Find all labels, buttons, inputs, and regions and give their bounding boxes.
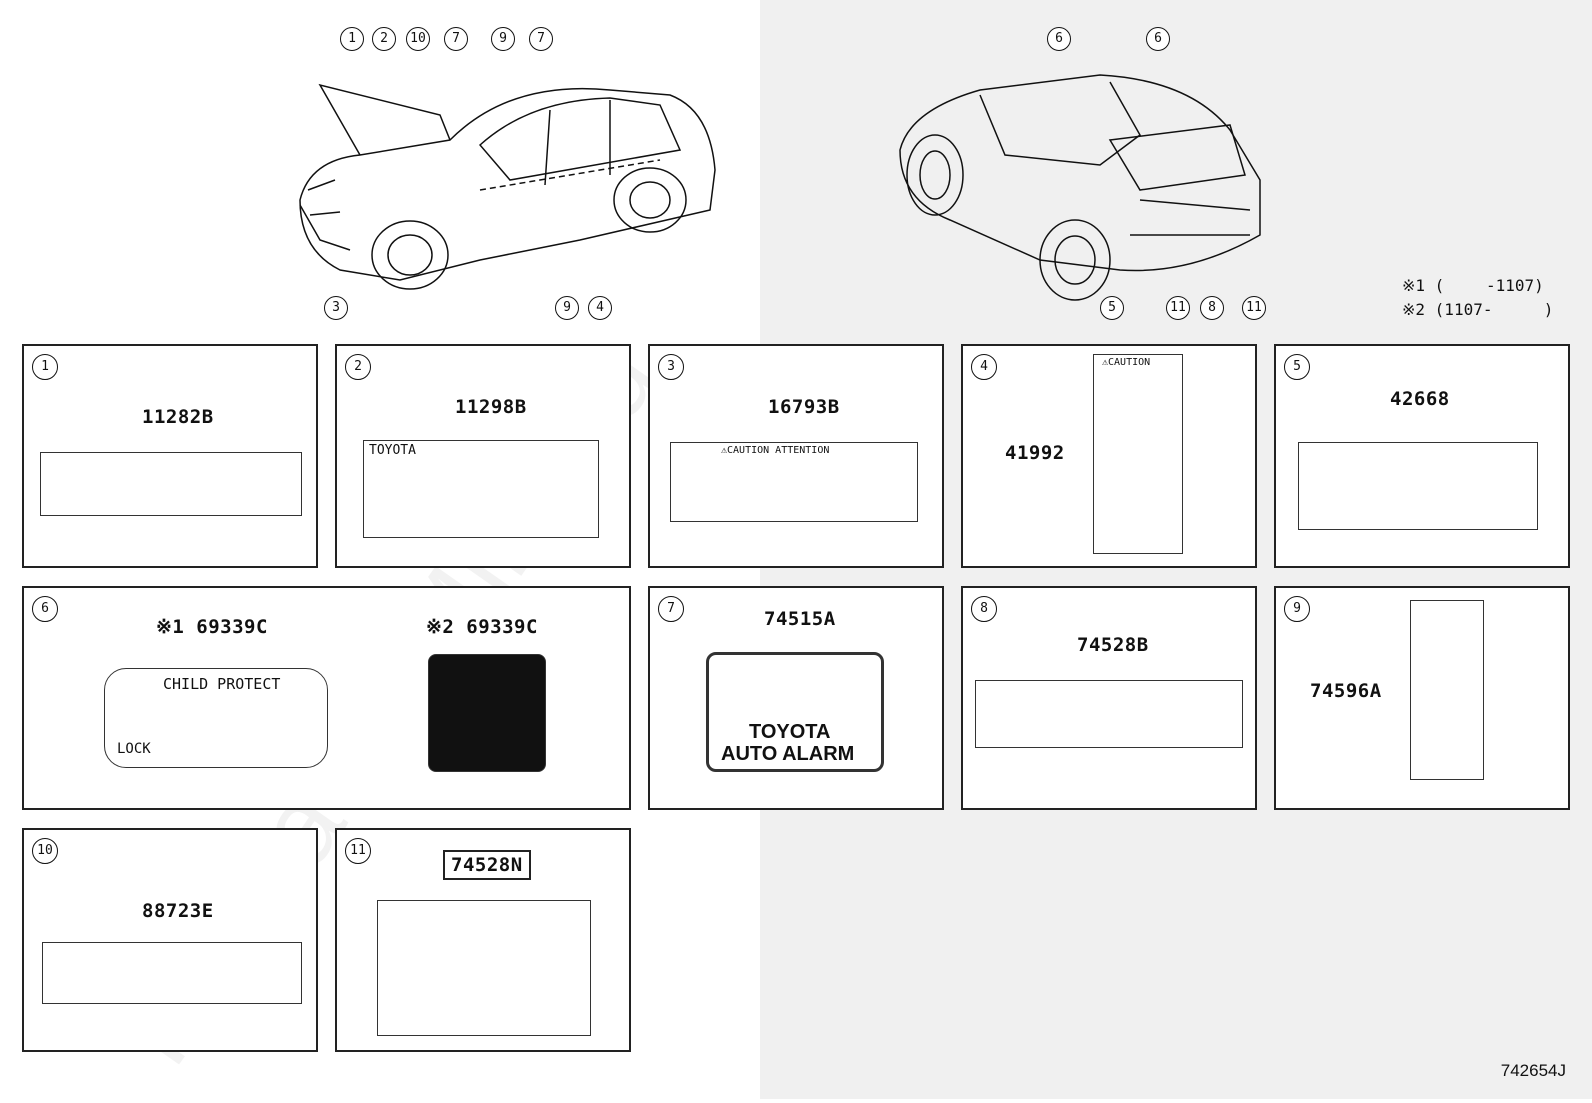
part-number[interactable]: 74596A <box>1310 680 1382 702</box>
label-text: ⚠CAUTION ATTENTION <box>721 445 830 456</box>
callout-11[interactable]: 11 <box>1166 296 1190 320</box>
callout-7b[interactable]: 7 <box>529 27 553 51</box>
part-number[interactable]: 88723E <box>142 900 214 922</box>
panel-number: 8 <box>971 596 997 622</box>
panel-number: 4 <box>971 354 997 380</box>
callout-4[interactable]: 4 <box>588 296 612 320</box>
panel-number: 3 <box>658 354 684 380</box>
panel-number: 6 <box>32 596 58 622</box>
label-drawing <box>1410 600 1484 780</box>
part-number-1[interactable]: ※1 69339C <box>156 616 268 638</box>
panel-8: 8 74528B <box>961 586 1257 810</box>
panel-number: 11 <box>345 838 371 864</box>
panel-number: 5 <box>1284 354 1310 380</box>
front-car-drawing <box>299 83 716 290</box>
part-number[interactable]: 74528B <box>1077 634 1149 656</box>
part-number[interactable]: 42668 <box>1390 388 1450 410</box>
panel-number: 2 <box>345 354 371 380</box>
callout-10[interactable]: 10 <box>406 27 430 51</box>
panel-3: 3 16793B ⚠CAUTION ATTENTION <box>648 344 944 568</box>
panel-6: 6 ※1 69339C ※2 69339C CHILD PROTECT LOCK <box>22 586 631 810</box>
callout-6b[interactable]: 6 <box>1146 27 1170 51</box>
lock-text: LOCK <box>117 741 151 757</box>
sign-line-1: TOYOTA <box>749 721 831 743</box>
panel-2: 2 11298B TOYOTA <box>335 344 631 568</box>
callout-9[interactable]: 9 <box>491 27 515 51</box>
note-2: ※2 (1107- ) <box>1402 300 1554 319</box>
part-number-2[interactable]: ※2 69339C <box>426 616 538 638</box>
label-drawing: TOYOTA <box>363 440 599 538</box>
part-number[interactable]: 11282B <box>142 406 214 428</box>
callout-2[interactable]: 2 <box>372 27 396 51</box>
reference-code: 742654J <box>1500 1061 1566 1080</box>
panel-10: 10 88723E <box>22 828 318 1052</box>
callout-11b[interactable]: 11 <box>1242 296 1266 320</box>
child-protect-label: CHILD PROTECT LOCK <box>104 668 328 768</box>
panel-4: 4 41992 ⚠CAUTION <box>961 344 1257 568</box>
label-drawing <box>377 900 591 1036</box>
part-number[interactable]: 74515A <box>764 608 836 630</box>
callout-3[interactable]: 3 <box>324 296 348 320</box>
part-number[interactable]: 41992 <box>1005 442 1065 464</box>
panel-number: 1 <box>32 354 58 380</box>
sign-line-2: AUTO ALARM <box>721 743 855 765</box>
part-number[interactable]: 74528N <box>443 850 531 880</box>
rear-car-drawing <box>899 74 1261 301</box>
panel-number: 9 <box>1284 596 1310 622</box>
callout-1[interactable]: 1 <box>340 27 364 51</box>
panel-number: 7 <box>658 596 684 622</box>
callout-8[interactable]: 8 <box>1200 296 1224 320</box>
label-drawing: ⚠CAUTION <box>1093 354 1183 554</box>
callout-6[interactable]: 6 <box>1047 27 1071 51</box>
label-drawing: ⚠CAUTION ATTENTION <box>670 442 918 522</box>
callout-9b[interactable]: 9 <box>555 296 579 320</box>
label-drawing <box>975 680 1243 748</box>
panel-9: 9 74596A <box>1274 586 1570 810</box>
label-drawing <box>1298 442 1538 530</box>
note-1: ※1 ( -1107) <box>1402 276 1544 295</box>
auto-alarm-sign: TOYOTA AUTO ALARM <box>706 652 884 772</box>
label-text: ⚠CAUTION <box>1102 357 1151 368</box>
panel-5: 5 42668 <box>1274 344 1570 568</box>
panel-1: 1 11282B <box>22 344 318 568</box>
panel-7: 7 74515A TOYOTA AUTO ALARM <box>648 586 944 810</box>
panel-11: 11 74528N <box>335 828 631 1052</box>
label-text: TOYOTA <box>369 443 416 458</box>
child-lock-icon <box>428 654 546 772</box>
part-number[interactable]: 11298B <box>455 396 527 418</box>
callout-7[interactable]: 7 <box>444 27 468 51</box>
callout-5[interactable]: 5 <box>1100 296 1124 320</box>
panel-number: 10 <box>32 838 58 864</box>
label-drawing <box>40 452 302 516</box>
child-protect-text: CHILD PROTECT <box>163 675 281 693</box>
part-number[interactable]: 16793B <box>768 396 840 418</box>
label-drawing <box>42 942 302 1004</box>
